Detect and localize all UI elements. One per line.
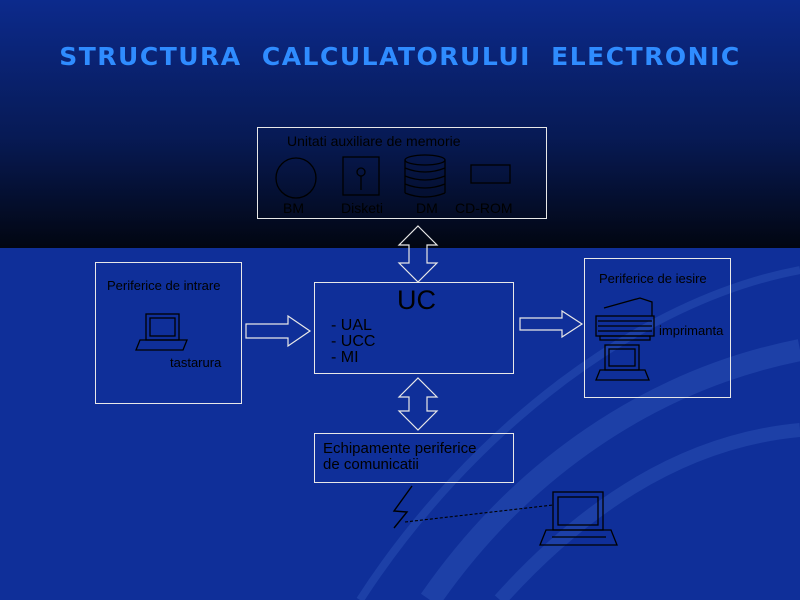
- communication-peripherals-box: [314, 433, 514, 483]
- central-part-mi: - MI: [331, 349, 359, 366]
- comm-line-2: de comunicatii: [323, 456, 419, 473]
- input-computer-icon: [135, 313, 188, 351]
- central-unit-heading: UC: [397, 285, 436, 315]
- input-peripherals-heading: Periferice de intrare: [107, 278, 221, 293]
- diskette-icon: [342, 156, 380, 196]
- remote-computer-icon: [539, 491, 618, 546]
- input-uc-arrow: [245, 314, 312, 348]
- aux-memory-heading: Unitati auxiliare de memorie: [287, 133, 461, 149]
- lightning-bolt-icon: [392, 485, 413, 529]
- uc-communication-arrow: [397, 377, 439, 431]
- input-device-label: tastarura: [170, 355, 222, 370]
- cdrom-drive-icon: [470, 164, 511, 184]
- output-peripherals-box: [584, 258, 731, 398]
- disk-stack-icon: [404, 154, 446, 198]
- output-peripherals-heading: Periferice de iesire: [599, 271, 707, 286]
- aux-memory-box: [257, 127, 547, 219]
- comm-line-1: Echipamente periferice: [323, 440, 477, 457]
- aux-item-cdrom: CD-ROM: [455, 200, 513, 216]
- input-peripherals-box: [95, 262, 242, 404]
- printer-icon: [595, 297, 655, 341]
- central-part-ucc: - UCC: [331, 333, 376, 350]
- aux-item-dm: DM: [416, 200, 438, 216]
- central-part-ual: - UAL: [331, 317, 372, 334]
- page-title: STRUCTURA CALCULATORULUI ELECTRONIC: [59, 42, 741, 71]
- central-unit-box: [314, 282, 514, 374]
- aux-item-disketi: Disketi: [341, 200, 384, 216]
- uc-output-arrow: [519, 309, 584, 339]
- output-device-label: imprimanta: [659, 323, 724, 338]
- magnetic-disk-icon: [275, 157, 317, 199]
- output-computer-icon: [595, 344, 650, 381]
- communication-link-line: [404, 504, 554, 523]
- memory-uc-arrow: [397, 225, 439, 283]
- aux-item-bm: BM: [283, 200, 304, 216]
